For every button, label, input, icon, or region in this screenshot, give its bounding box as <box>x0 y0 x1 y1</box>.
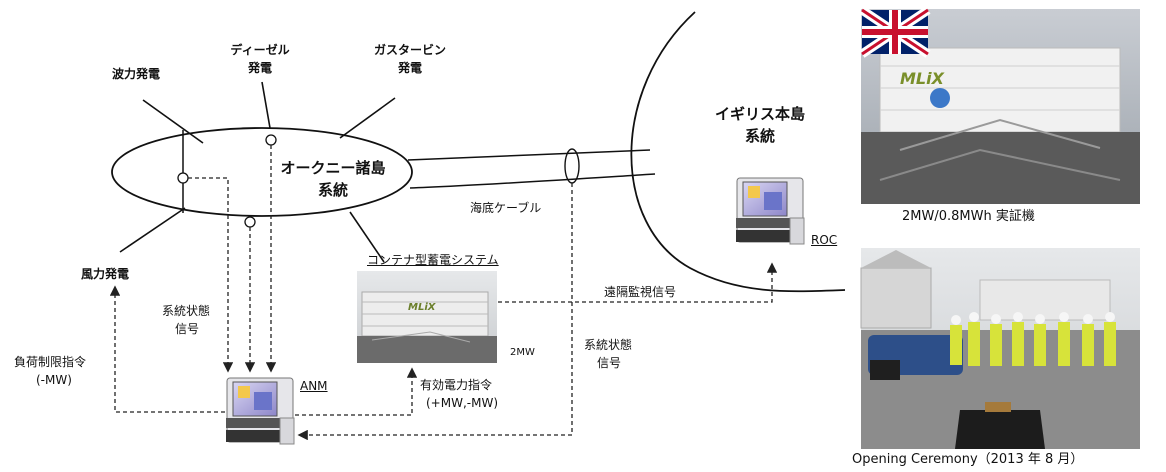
caption-opening-ceremony: Opening Ceremony（2013 年 8 月） <box>852 452 1084 467</box>
ceremony-photo <box>860 248 1140 449</box>
label-roc: ROC <box>811 233 838 247</box>
label-remote-monitoring: 遠隔監視信号 <box>604 285 677 299</box>
mainland-grid-title-2: 系統 <box>744 127 775 145</box>
container-photo: MLiX <box>357 271 497 363</box>
uk-flag-icon <box>859 6 931 58</box>
orkney-grid-title-1: オークニー諸島 <box>280 159 386 177</box>
anm-computer-icon <box>226 377 295 445</box>
demo-unit-photo: MLiX <box>859 6 1140 204</box>
label-wave-power: 波力発電 <box>112 67 161 81</box>
orkney-grid-title-2: 系統 <box>317 181 348 199</box>
label-active-power-2: (+MW,-MW) <box>426 396 498 410</box>
label-grid-state-right-2: 信号 <box>597 356 622 370</box>
mainland-grid-title-1: イギリス本島 <box>714 105 805 123</box>
label-diesel-1: ディーゼル <box>230 43 290 57</box>
svg-text:MLiX: MLiX <box>900 69 945 88</box>
label-anm: ANM <box>300 379 328 393</box>
roc-computer-icon <box>736 177 805 245</box>
mainland-coast <box>630 11 846 293</box>
label-submarine-cable: 海底ケーブル <box>470 201 542 215</box>
label-gasturbine-1: ガスタービン <box>373 43 446 57</box>
orkney-grid-ellipse <box>111 127 413 217</box>
label-container-system: コンテナ型蓄電システム <box>367 253 499 267</box>
caption-demo-unit: 2MW/0.8MWh 実証機 <box>902 209 1035 224</box>
label-wind-power: 風力発電 <box>81 267 130 281</box>
label-load-limit-2: (-MW) <box>36 373 72 387</box>
label-grid-state-right-1: 系統状態 <box>584 338 633 352</box>
label-container-rating: 2MW <box>510 347 535 358</box>
label-diesel-2: 発電 <box>247 61 272 75</box>
label-load-limit-1: 負荷制限指令 <box>14 355 87 369</box>
label-grid-state-left-1: 系統状態 <box>162 304 211 318</box>
label-gasturbine-2: 発電 <box>397 61 422 75</box>
label-grid-state-left-2: 信号 <box>175 322 200 336</box>
svg-text:MLiX: MLiX <box>408 302 437 313</box>
label-active-power-1: 有効電力指令 <box>420 378 493 392</box>
